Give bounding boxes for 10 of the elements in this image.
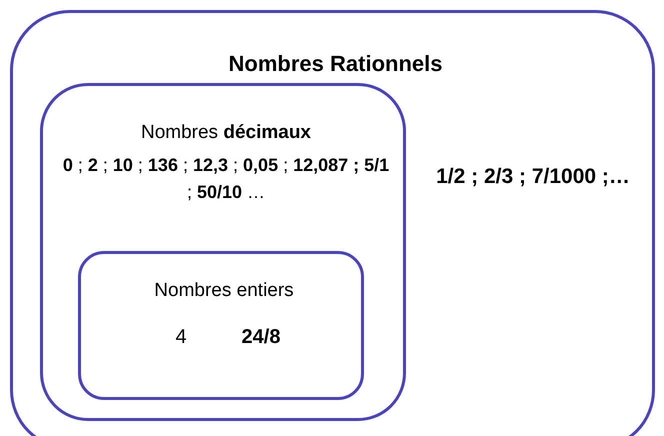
number-examples: 1/2 ; 2/3 ; 7/1000 ;… <box>435 165 631 189</box>
rational-numbers-region <box>10 10 655 436</box>
number-examples: 4 <box>174 326 188 349</box>
set-title: Nombres entiers <box>153 280 295 302</box>
number-examples: 0 ; 2 ; 10 ; 136 ; 12,3 ; 0,05 ; 12,087 ; 5/1 ; 50/10 … <box>62 154 390 204</box>
set-title: Nombres Rationnels <box>228 51 444 77</box>
integers-region <box>78 251 364 400</box>
set-title: Nombres décimaux <box>140 122 312 144</box>
decimal-numbers-region <box>40 83 406 421</box>
number-examples: 24/8 <box>240 326 282 349</box>
